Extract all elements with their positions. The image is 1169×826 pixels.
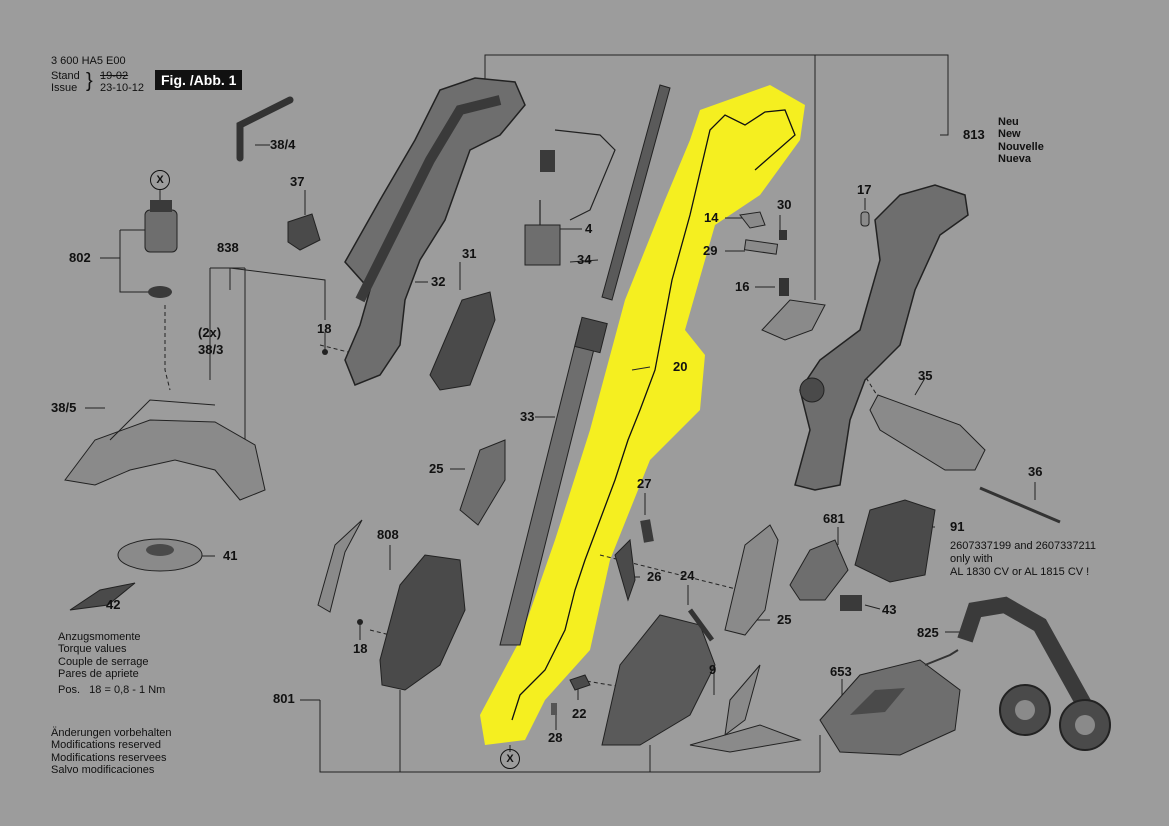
callout-25-right: 25	[777, 612, 792, 627]
callout-18-top: 18	[317, 321, 332, 336]
date-new: 23-10-12	[100, 82, 145, 94]
torque-line-de: Anzugsmomente	[58, 631, 141, 643]
part-battery	[854, 499, 936, 583]
part-motor	[144, 200, 178, 298]
part-spool-guard	[64, 419, 266, 501]
figure-label: Fig. /Abb. 1	[155, 70, 243, 90]
part-blade	[69, 582, 136, 611]
part-side-piece	[429, 291, 496, 391]
torque-spec: Pos. 18 = 0,8 - 1 Nm	[58, 684, 166, 696]
callout-30: 30	[777, 197, 792, 212]
torque-line-fr: Couple de serrage	[58, 656, 149, 668]
callout-808: 808	[377, 527, 399, 542]
callout-681: 681	[823, 511, 845, 526]
callout-43: 43	[882, 602, 897, 617]
date-old: 19-02	[100, 70, 129, 82]
part-upper-tube	[601, 84, 671, 301]
brace: }	[86, 70, 93, 92]
part-grip	[869, 394, 986, 471]
callout-31: 31	[462, 246, 477, 261]
issue-label: Issue	[51, 82, 78, 94]
callout-838: 838	[217, 240, 239, 255]
part-charger	[819, 659, 961, 756]
part-cover-right	[724, 524, 779, 636]
part-upper-housing	[344, 77, 526, 386]
battery-note-line-1: 2607337199 and 2607337211	[950, 540, 1097, 552]
part-switch-assembly	[524, 129, 616, 266]
callout-813: 813	[963, 127, 985, 142]
new-part-label-en: New	[998, 128, 1021, 140]
callout-25-left: 25	[429, 461, 444, 476]
callout-32: 32	[431, 274, 446, 289]
callout-9: 9	[709, 662, 717, 677]
part-knob	[287, 213, 321, 251]
torque-line-en: Torque values	[58, 643, 127, 655]
callout-33: 33	[520, 409, 535, 424]
callout-38-3: 38/3	[198, 342, 224, 357]
part-cover-left	[459, 439, 506, 526]
callout-2x: (2x)	[198, 325, 222, 340]
new-part-label-fr: Nouvelle	[998, 141, 1044, 153]
modifications-de: Änderungen vorbehalten	[51, 727, 172, 739]
part-handle	[794, 184, 969, 491]
callout-14: 14	[704, 210, 719, 225]
callout-37: 37	[290, 174, 305, 189]
callout-653: 653	[830, 664, 852, 679]
part-cutter-head	[601, 614, 716, 746]
part-cable	[511, 109, 796, 721]
callout-29: 29	[703, 243, 718, 258]
callout-28: 28	[548, 730, 563, 745]
leader-lines	[85, 54, 1036, 773]
callout-42: 42	[106, 597, 121, 612]
callout-34: 34	[577, 252, 592, 267]
callout-16: 16	[735, 279, 750, 294]
part-hex-key	[236, 96, 294, 162]
callout-38-5: 38/5	[51, 400, 77, 415]
callout-26: 26	[647, 569, 662, 584]
callout-4: 4	[585, 221, 593, 236]
callout-801: 801	[273, 691, 295, 706]
callout-36: 36	[1028, 464, 1043, 479]
reference-x-bottom: X	[500, 749, 520, 769]
callout-27: 27	[637, 476, 652, 491]
callout-38-4: 38/4	[270, 137, 296, 152]
callout-17: 17	[857, 182, 872, 197]
battery-note-line-3: AL 1830 CV or AL 1815 CV !	[950, 566, 1090, 578]
reference-x-top: X	[150, 170, 170, 190]
callout-35: 35	[918, 368, 933, 383]
stand-label: Stand	[51, 70, 80, 82]
callout-41: 41	[223, 548, 238, 563]
callout-825: 825	[917, 625, 939, 640]
battery-note-line-2: only with	[950, 553, 993, 565]
callout-20: 20	[673, 359, 688, 374]
doc-number: 3 600 HA5 E00	[51, 55, 126, 67]
modifications-en: Modifications reserved	[51, 739, 162, 751]
callout-24: 24	[680, 568, 695, 583]
callout-91: 91	[950, 519, 965, 534]
new-part-label-de: Neu	[998, 116, 1019, 128]
callout-802: 802	[69, 250, 91, 265]
callout-22: 22	[572, 706, 587, 721]
torque-line-es: Pares de apriete	[58, 668, 139, 680]
modifications-fr: Modifications reservees	[51, 752, 167, 764]
new-part-label-es: Nueva	[998, 153, 1032, 165]
callout-18-bottom: 18	[353, 641, 368, 656]
part-motor-housing	[379, 554, 466, 691]
highlight-part-20	[480, 85, 805, 745]
modifications-es: Salvo modificaciones	[51, 764, 155, 776]
